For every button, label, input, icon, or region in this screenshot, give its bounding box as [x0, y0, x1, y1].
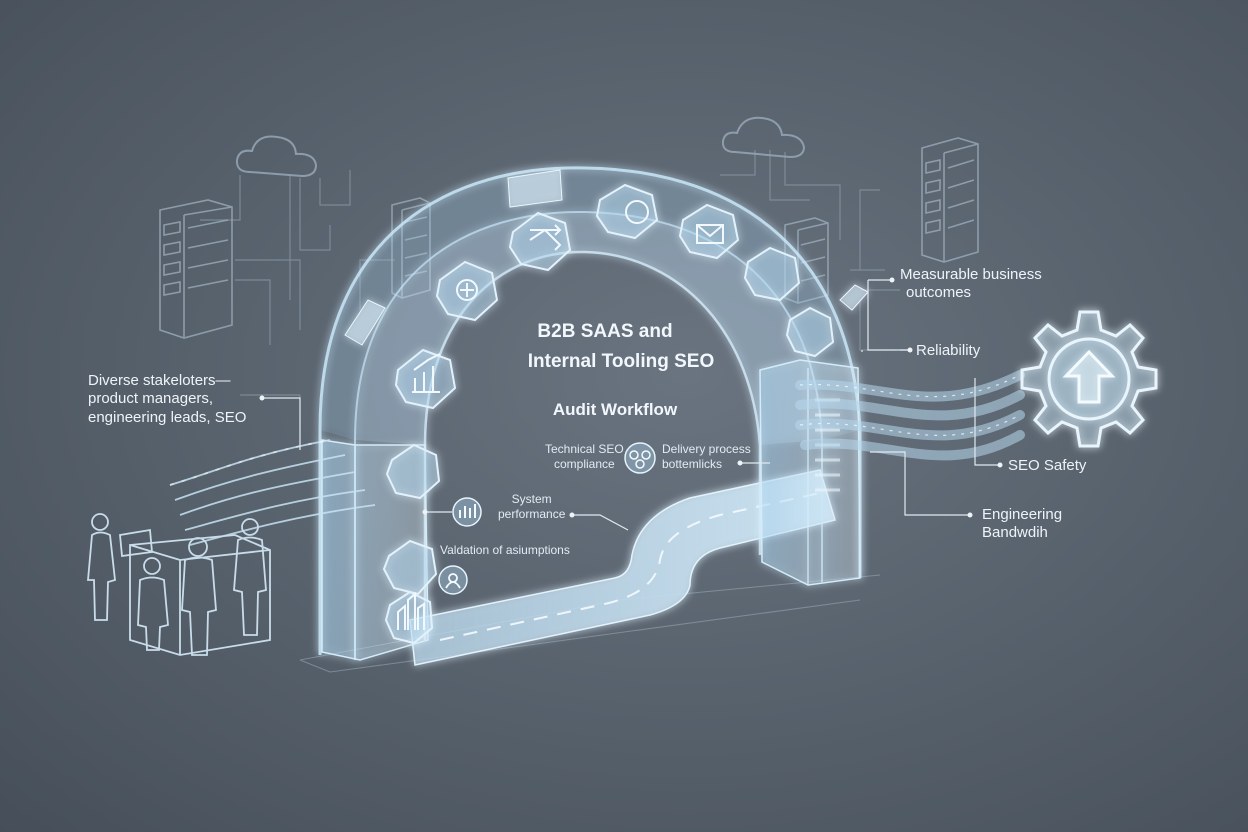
cloud-icon — [237, 137, 316, 176]
cloud-icon — [723, 118, 804, 157]
user-icon — [439, 566, 467, 594]
engineering-line-1: Engineering — [982, 506, 1062, 524]
target-icon — [457, 280, 477, 300]
delivery-line-2: bottemlicks — [662, 457, 751, 472]
server-rack-icon — [160, 200, 232, 338]
technical-seo-label: Technical SEO compliance — [545, 442, 624, 471]
measurable-label: Measurable business outcomes — [900, 266, 1042, 303]
diagram-title-2: Internal Tooling SEO — [505, 350, 737, 373]
title-line-1: B2B SAAS and — [505, 320, 705, 343]
diagram-title: B2B SAAS and — [505, 320, 705, 343]
diagram-subtitle: Audit Workflow — [530, 400, 700, 421]
reliability-label: Reliability — [916, 342, 980, 360]
delivery-process-label: Delivery process bottemlicks — [662, 442, 751, 471]
subtitle-text: Audit Workflow — [530, 400, 700, 421]
stakeholders-label: Diverse stakeloters— product managers, e… — [88, 372, 246, 427]
gear-arrow-up-icon — [1022, 312, 1156, 446]
system-line-2: performance — [498, 507, 565, 522]
stakeholders-line-1: Diverse stakeloters— — [88, 372, 246, 390]
measurable-line-2: outcomes — [900, 284, 1042, 302]
stakeholders-line-3: engineering leads, SEO — [88, 409, 246, 427]
reliability-text: Reliability — [916, 342, 980, 360]
seo-safety-label: SEO Safety — [1008, 457, 1086, 475]
delivery-line-1: Delivery process — [662, 442, 751, 457]
engineering-label: Engineering Bandwdih — [982, 506, 1062, 543]
validation-text: Valdation of asiumptions — [440, 543, 570, 558]
engineering-line-2: Bandwdih — [982, 524, 1062, 542]
bar-chart-icon — [453, 498, 481, 526]
measurable-line-1: Measurable business — [900, 266, 1042, 284]
system-performance-label: System performance — [498, 492, 565, 521]
people-group-icon — [88, 514, 270, 655]
technical-line-2: compliance — [545, 457, 624, 472]
seo-safety-text: SEO Safety — [1008, 457, 1086, 475]
right-pillar — [760, 360, 860, 585]
title-line-2: Internal Tooling SEO — [505, 350, 737, 373]
server-rack-icon — [922, 138, 978, 262]
system-line-1: System — [498, 492, 565, 507]
stakeholders-line-2: product managers, — [88, 390, 246, 408]
technical-line-1: Technical SEO — [545, 442, 624, 457]
validation-label: Valdation of asiumptions — [440, 543, 570, 558]
